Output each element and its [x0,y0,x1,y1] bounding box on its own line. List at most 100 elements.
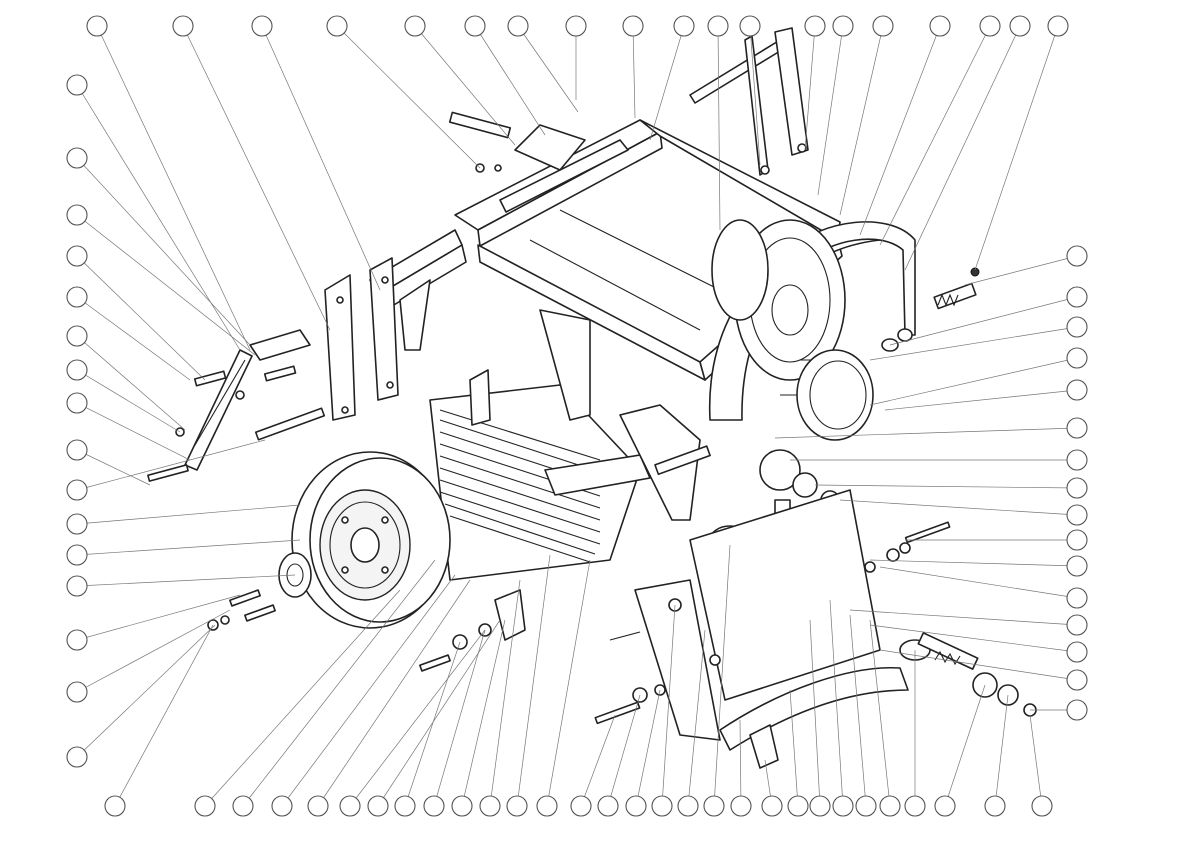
callout-circle [66,575,88,597]
callout-balloon [1066,504,1088,526]
callout-balloon [1066,449,1088,471]
leader-line [76,574,296,587]
leader-line [869,559,1078,567]
callout-circle [832,795,854,817]
callout-balloon [464,15,486,37]
callout-balloon [677,795,699,817]
callout-circle [66,439,88,461]
callout-balloon [451,795,473,817]
callout-balloon [879,795,901,817]
leader-line [849,614,867,807]
callout-balloon [1066,417,1088,439]
callout-circle [232,795,254,817]
leader-line [974,25,1059,271]
callout-circle [326,15,348,37]
callout-balloon [787,795,809,817]
leader-line [809,619,821,807]
callout-balloon [271,795,293,817]
leader-line [869,619,891,807]
callout-balloon [1066,555,1088,577]
callout-balloon [832,795,854,817]
sprocket-disc [711,219,846,381]
leader-line [749,25,761,166]
callout-balloon [507,15,529,37]
leader-line [859,25,941,236]
leader-line [336,25,481,169]
spring-bolt [933,267,980,310]
callout-balloon [809,795,831,817]
leader-line [839,499,1078,516]
callout-circle [1031,795,1053,817]
leader-line [76,539,301,556]
callout-circle [394,795,416,817]
callout-circle [804,15,826,37]
callout-circle [651,795,673,817]
callout-balloon [66,544,88,566]
callout-balloon [1009,15,1031,37]
leader-line [76,609,231,693]
leader-line [516,554,551,807]
leader-line [804,25,816,151]
callout-balloon [979,15,1001,37]
callout-circle [1066,347,1088,369]
leader-line [76,402,191,461]
gear-housing [609,489,909,769]
leader-line [717,25,721,231]
leader-line [817,25,844,196]
callout-balloon [479,795,501,817]
wheel [278,451,451,629]
output-shaft [899,632,1037,717]
callout-circle [479,795,501,817]
callout-circle [979,15,1001,37]
callout-circle [761,795,783,817]
callout-circle [1009,15,1031,37]
callout-circle [1066,316,1088,338]
callout-circle [66,286,88,308]
leader-line [76,449,151,486]
callout-circle [1066,449,1088,471]
callout-circle [622,15,644,37]
callout-balloon [66,575,88,597]
callout-balloon [307,795,329,817]
leader-line [76,369,181,433]
callout-balloon [1031,795,1053,817]
callout-balloon [66,286,88,308]
callout-balloon [66,245,88,267]
callout-circle [1066,699,1088,721]
callout-circle [809,795,831,817]
callout-circle [339,795,361,817]
callout-circle [104,795,126,817]
callout-circle [464,15,486,37]
leader-line [377,619,501,807]
callout-circle [677,795,699,817]
leader-line [839,25,884,216]
callout-balloon [1066,347,1088,369]
callout-balloon [730,795,752,817]
leader-line [879,25,991,246]
leader-line [713,544,731,807]
leader-line [889,296,1078,346]
callout-balloon [739,15,761,37]
callout-circle [1066,504,1088,526]
callout-balloon [66,392,88,414]
leader-line [489,579,521,807]
callout-circle [879,795,901,817]
callout-balloon [1066,699,1088,721]
callout-balloon [984,795,1006,817]
leader-line [414,25,516,146]
leader-line [114,624,214,807]
leader-line [182,25,331,331]
callout-circle [536,795,558,817]
leader-line [789,689,799,807]
callout-balloon [1066,379,1088,401]
leader-line [317,579,471,807]
leader-line [739,719,742,807]
callout-balloon [326,15,348,37]
callout-circle [66,544,88,566]
callout-circle [66,245,88,267]
callout-circle [1066,529,1088,551]
leader-line [433,629,486,807]
drum-housing [780,349,874,441]
callout-balloon [367,795,389,817]
callout-circle [855,795,877,817]
